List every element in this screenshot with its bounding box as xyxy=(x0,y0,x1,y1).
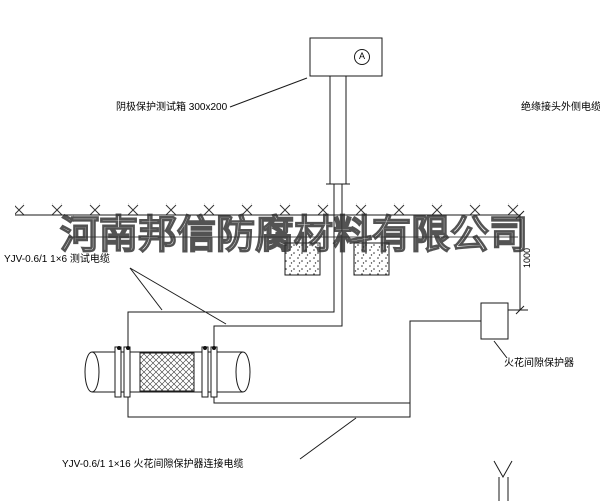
test-cable-label: YJV-0.6/1 1×6 测试电缆 xyxy=(4,254,110,265)
insulating-joint-hatch xyxy=(139,352,195,392)
concrete-block-right xyxy=(353,242,390,276)
protector-leader-line xyxy=(493,340,508,359)
cable-bond-dots xyxy=(117,346,216,350)
test-box-label: 阴极保护测试箱 300x200 xyxy=(116,102,228,113)
ground-hatch-marks xyxy=(15,203,520,215)
protector-connection-cables xyxy=(127,320,481,418)
test-cables xyxy=(127,184,343,349)
concrete-block-left xyxy=(284,242,321,276)
dimension-line xyxy=(508,210,528,315)
pipe-riser-symbol xyxy=(493,460,513,501)
company-watermark: 河南邦信防腐材料有限公司 xyxy=(59,213,529,257)
spark-gap-protector-label: 火花间隙保护器 xyxy=(504,358,574,369)
test-box-leader-line xyxy=(229,77,308,108)
ammeter-circle xyxy=(354,49,370,65)
connection-cable-label: YJV-0.6/1 1×16 火花间隙保护器连接电缆 xyxy=(62,459,244,470)
test-cable-leader-lines xyxy=(129,267,227,325)
conduit-riser xyxy=(326,76,350,185)
ammeter-symbol: A xyxy=(358,51,365,61)
spark-gap-protector-box xyxy=(480,302,509,340)
outer-cable-label: 绝缘接头外侧电缆 xyxy=(521,102,600,113)
connection-cable-leader-line xyxy=(299,417,357,460)
test-box xyxy=(309,37,383,77)
